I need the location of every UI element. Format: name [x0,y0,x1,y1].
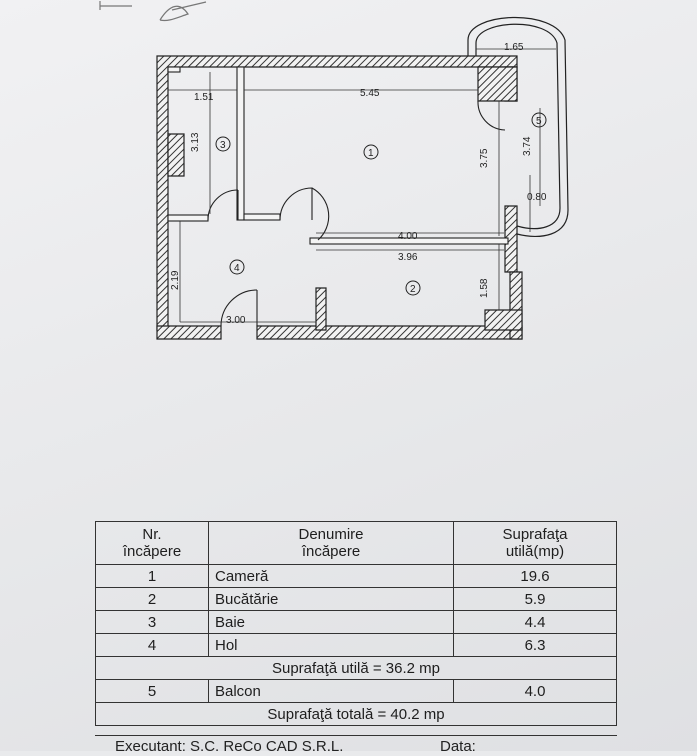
table-row: 4 Hol 6.3 [95,633,617,657]
row-area: 5.9 [453,587,617,611]
room-label-1: 1 [368,148,374,159]
room-label-5: 5 [536,116,542,127]
room-label-4: 4 [234,263,240,274]
room-label-2: 2 [410,284,416,295]
dim-3-96: 3.96 [398,252,418,263]
row-nr: 2 [95,587,209,611]
dim-2-19: 2.19 [170,270,181,290]
room-label-3: 3 [220,140,226,151]
row-name: Hol [208,633,454,657]
footer-strip: Executant: S.C. ReCo CAD S.R.L. Data: [95,735,617,756]
room-area-table: Nr. încăpere Denumire încăpere Suprafaţa… [95,521,617,726]
room-markers [215,112,547,296]
row-nr: 3 [95,610,209,634]
useful-area-total: Suprafaţă utilă = 36.2 mp [95,656,617,680]
dimension-lines [168,48,556,323]
header-nr: Nr. încăpere [95,521,209,565]
row-nr: 1 [95,564,209,588]
row-name: Baie [208,610,454,634]
dim-3-13: 3.13 [190,132,201,152]
dim-3-00: 3.00 [226,315,246,326]
useful-area-total-row: Suprafaţă utilă = 36.2 mp [95,656,617,680]
date-label: Data: [440,738,476,755]
row-area: 6.3 [453,633,617,657]
row-name: Cameră [208,564,454,588]
dim-1-58: 1.58 [479,278,490,298]
dim-0-80: 0.80 [527,192,547,203]
row-nr: 5 [95,679,209,703]
row-name: Bucătărie [208,587,454,611]
grand-total: Suprafaţă totală = 40.2 mp [95,702,617,726]
header-area: Suprafaţa utilă(mp) [453,521,617,565]
executant-text: Executant: S.C. ReCo CAD S.R.L. [115,738,344,755]
page-scribble [99,1,207,22]
door-swings [207,100,506,327]
grand-total-row: Suprafaţă totală = 40.2 mp [95,702,617,726]
interior-walls [167,66,509,245]
row-area: 4.4 [453,610,617,634]
dim-1-51: 1.51 [194,92,214,103]
table-row: 1 Cameră 19.6 [95,564,617,588]
table-row: 2 Bucătărie 5.9 [95,587,617,611]
row-area: 19.6 [453,564,617,588]
dim-4-00: 4.00 [398,231,418,242]
dim-1-65: 1.65 [504,42,524,53]
table-row: 3 Baie 4.4 [95,610,617,634]
dim-3-75: 3.75 [479,148,490,168]
row-nr: 4 [95,633,209,657]
table-header-row: Nr. încăpere Denumire încăpere Suprafaţa… [95,521,617,565]
outer-walls [156,55,523,340]
dim-3-74: 3.74 [522,136,533,156]
dim-5-45: 5.45 [360,88,380,99]
balcony-outline [467,16,569,237]
row-area: 4.0 [453,679,617,703]
table-row: 5 Balcon 4.0 [95,679,617,703]
row-name: Balcon [208,679,454,703]
floor-plan: 5.45 1.51 1.65 3.13 3.75 3.74 0.80 4.00 … [99,1,569,340]
header-name: Denumire încăpere [208,521,454,565]
